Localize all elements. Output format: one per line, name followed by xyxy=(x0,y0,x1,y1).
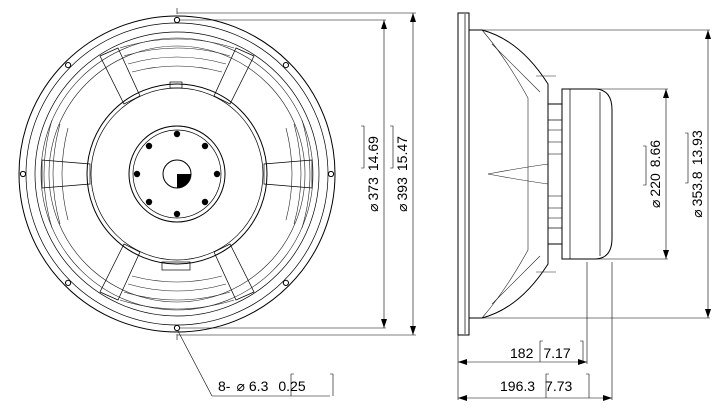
bolt-circle-in: 14.69 xyxy=(365,136,381,171)
mounting-hole xyxy=(327,170,335,178)
svg-text:196.37.73: 196.3 7.73 xyxy=(500,378,573,394)
overall-depth-in: 7.73 xyxy=(545,378,572,394)
magnet-dia-mm: 220 xyxy=(647,173,663,197)
basket-ring-2 xyxy=(48,45,306,303)
mounting-hole xyxy=(173,16,181,24)
diameter-symbol: ⌀ xyxy=(236,379,245,395)
mounting-hole xyxy=(65,279,72,286)
basket-profile xyxy=(469,29,549,319)
diameter-symbol: ⌀ xyxy=(395,203,411,212)
hole-count: 8- xyxy=(218,378,231,394)
bolt-circle-mm: 373 xyxy=(365,177,381,201)
hole-dia-mm: 6.3 xyxy=(249,378,269,394)
pole-vent-marker xyxy=(177,174,191,188)
svg-text:8-⌀6.30.25: 8- ⌀6.3 0.25 xyxy=(218,378,306,395)
cutout-dia-mm: 353.8 xyxy=(689,171,705,206)
motor-magnet xyxy=(547,119,563,229)
side-view xyxy=(457,12,613,336)
mounting-hole xyxy=(65,62,72,69)
motor-top-plate xyxy=(547,103,563,245)
mounting-hole xyxy=(173,324,181,332)
mounting-hole xyxy=(282,62,289,69)
hole-dia-in: 0.25 xyxy=(278,378,305,394)
svg-text:⌀2208.66: ⌀ 220 8.66 xyxy=(647,140,664,208)
svg-text:⌀353.813.93: ⌀ 353.8 13.93 xyxy=(689,130,706,218)
pole-ring-inner xyxy=(132,129,222,219)
frame-inner-ring xyxy=(34,31,320,317)
diameter-symbol: ⌀ xyxy=(366,203,382,212)
magnet-housing xyxy=(561,88,613,260)
mounting-hole xyxy=(19,170,27,178)
overall-depth-mm: 196.3 xyxy=(500,378,535,394)
pole-ring xyxy=(128,125,226,223)
diameter-symbol: ⌀ xyxy=(690,209,706,218)
mounting-hole xyxy=(282,279,289,286)
depth-in: 7.17 xyxy=(543,345,570,361)
diameter-symbol: ⌀ xyxy=(648,199,664,208)
back-plate-screws xyxy=(133,130,221,218)
side-view-dimensions: ⌀ 220 8.66 ⌀ 353.8 13.93 182 7.17 196.3 7.73 xyxy=(457,29,711,401)
mounting-flange xyxy=(457,12,470,336)
magnet-dia-in: 8.66 xyxy=(647,140,663,167)
mounting-holes xyxy=(19,16,335,332)
svg-text:⌀39315.47: ⌀ 393 15.47 xyxy=(394,136,411,212)
cutout-dia-in: 13.93 xyxy=(689,130,705,165)
outer-dia-in: 15.47 xyxy=(394,136,410,171)
magnet-outer xyxy=(86,83,268,265)
frame-outer-edge xyxy=(18,15,336,333)
svg-text:⌀37314.69: ⌀ 373 14.69 xyxy=(365,136,382,212)
outer-dia-mm: 393 xyxy=(394,177,410,201)
depth-mm: 182 xyxy=(510,345,534,361)
front-view xyxy=(18,8,336,340)
basket-ring xyxy=(40,37,314,311)
terminal-block xyxy=(161,261,191,271)
terminal-tab xyxy=(169,81,183,89)
basket-windows xyxy=(43,38,311,310)
